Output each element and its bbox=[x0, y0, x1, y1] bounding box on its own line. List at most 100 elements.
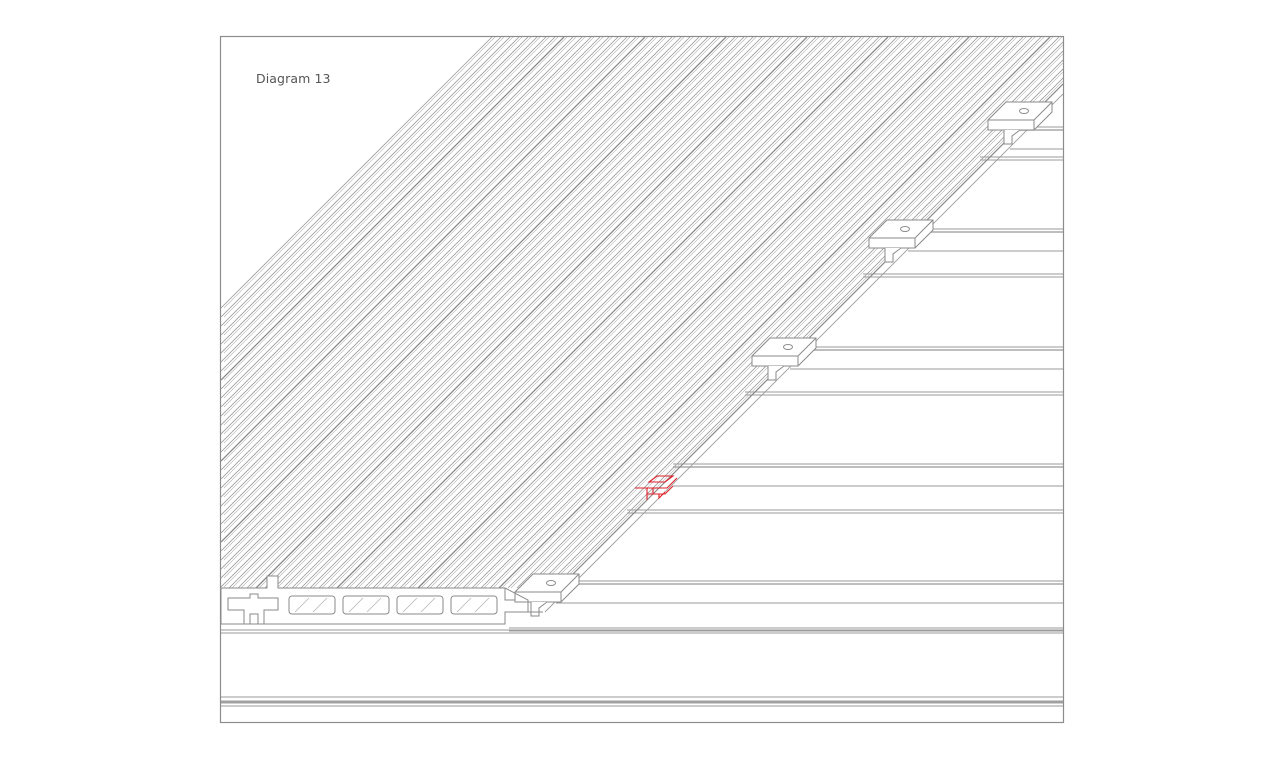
groove-line bbox=[525, 50, 1063, 589]
groove-line bbox=[381, 37, 934, 589]
clip-stem bbox=[884, 247, 902, 263]
chamber-hatch bbox=[474, 597, 490, 613]
groove-line-inner bbox=[492, 37, 1045, 589]
red-clip-lower bbox=[647, 485, 674, 495]
groove-line-inner bbox=[384, 37, 937, 589]
groove-line-inner bbox=[223, 37, 631, 444]
screw-hole-icon bbox=[783, 344, 793, 350]
highlighted-clip bbox=[635, 475, 678, 500]
groove-line-inner bbox=[546, 71, 1063, 589]
groove-line-inner bbox=[240, 37, 793, 589]
groove-line-inner bbox=[258, 37, 811, 589]
groove-line-inner bbox=[223, 37, 730, 543]
groove-line bbox=[354, 37, 907, 589]
groove-line-inner bbox=[223, 37, 622, 435]
groove-line bbox=[221, 37, 754, 570]
groove-line bbox=[221, 37, 592, 408]
red-clip-plate bbox=[647, 475, 675, 483]
groove-line bbox=[228, 37, 781, 589]
board-joint-line bbox=[498, 37, 1051, 589]
groove-line bbox=[221, 37, 583, 399]
groove-line bbox=[444, 37, 997, 589]
groove-line bbox=[221, 37, 601, 417]
joist bbox=[509, 580, 1063, 632]
groove-line-inner bbox=[223, 37, 604, 417]
groove-line bbox=[273, 37, 826, 589]
board-chamber bbox=[342, 595, 390, 615]
groove-line-inner bbox=[223, 37, 595, 408]
groove-line bbox=[363, 37, 916, 589]
groove-line-inner bbox=[366, 37, 919, 589]
groove-line bbox=[221, 37, 493, 309]
groove-line bbox=[453, 37, 1006, 589]
board-joint-line bbox=[255, 37, 808, 589]
groove-line bbox=[221, 37, 718, 534]
groove-line bbox=[435, 37, 988, 589]
groove-line bbox=[534, 59, 1063, 589]
chamber-hatch bbox=[348, 597, 364, 613]
groove-line-inner bbox=[411, 37, 964, 589]
board-joint-line bbox=[221, 37, 565, 381]
groove-line-inner bbox=[223, 37, 766, 579]
groove-line-inner bbox=[276, 37, 829, 589]
groove-line bbox=[507, 37, 1060, 589]
groove-line-inner bbox=[393, 37, 946, 589]
chamber-hatch bbox=[366, 597, 382, 613]
fixing-clips bbox=[504, 101, 1053, 617]
screw-hole-icon bbox=[900, 226, 910, 232]
chamber-hatch bbox=[402, 597, 418, 613]
red-clip-top bbox=[635, 477, 678, 489]
board-joint-line bbox=[417, 37, 970, 589]
groove-line bbox=[282, 37, 835, 589]
groove-line-inner bbox=[223, 37, 649, 462]
board-joint-line bbox=[221, 37, 727, 543]
joists bbox=[221, 126, 1063, 707]
red-clip-corner bbox=[658, 491, 666, 500]
groove-line-inner bbox=[321, 37, 874, 589]
board-joint-line bbox=[221, 37, 646, 462]
groove-line-inner bbox=[223, 37, 775, 588]
groove-line bbox=[345, 37, 898, 589]
groove-line bbox=[516, 41, 1063, 589]
groove-line-inner bbox=[223, 37, 667, 480]
groove-line-inner bbox=[357, 37, 910, 589]
groove-line bbox=[221, 37, 673, 489]
groove-line bbox=[221, 37, 529, 345]
groove-line-inner bbox=[223, 37, 568, 381]
groove-line bbox=[480, 37, 1033, 589]
groove-line bbox=[221, 37, 664, 480]
groove-line-inner bbox=[223, 37, 514, 327]
groove-line-inner bbox=[465, 37, 1018, 589]
groove-line bbox=[399, 37, 952, 589]
groove-line bbox=[291, 37, 844, 589]
groove-line bbox=[426, 37, 979, 589]
groove-line-inner bbox=[519, 44, 1063, 589]
groove-line bbox=[221, 37, 709, 525]
groove-line-inner bbox=[339, 37, 892, 589]
groove-line-inner bbox=[537, 62, 1063, 589]
fixing-clip bbox=[987, 101, 1053, 145]
groove-line-inner bbox=[223, 37, 613, 426]
groove-line-inner bbox=[438, 37, 991, 589]
groove-line-inner bbox=[223, 37, 712, 525]
groove-line-inner bbox=[429, 37, 982, 589]
groove-line-inner bbox=[267, 37, 820, 589]
chamber-hatch bbox=[294, 597, 310, 613]
groove-line-inner bbox=[555, 80, 1063, 589]
board-chamber bbox=[396, 595, 444, 615]
chamber-hatch bbox=[420, 597, 436, 613]
groove-line-inner bbox=[447, 37, 1000, 589]
groove-line bbox=[408, 37, 961, 589]
groove-line-inner bbox=[231, 37, 784, 589]
groove-line bbox=[221, 37, 511, 327]
groove-line-inner bbox=[528, 53, 1063, 589]
groove-line bbox=[221, 37, 772, 588]
groove-line-inner bbox=[223, 37, 748, 561]
groove-line-inner bbox=[303, 37, 856, 589]
screw-hole-icon bbox=[1019, 108, 1029, 114]
groove-line-inner bbox=[223, 37, 559, 372]
groove-line bbox=[327, 37, 880, 589]
groove-line bbox=[221, 37, 619, 435]
groove-line bbox=[221, 37, 700, 516]
